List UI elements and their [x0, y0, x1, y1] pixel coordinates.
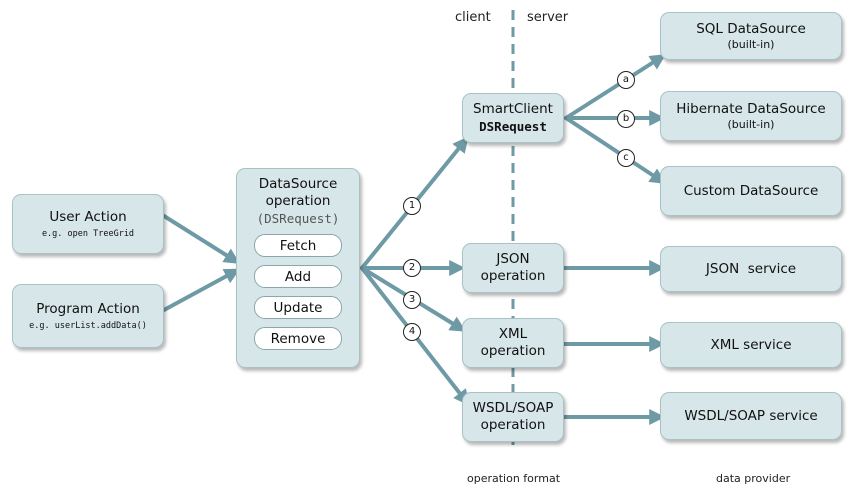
arrow-a [564, 54, 667, 120]
hibernate-datasource-note: (built-in) [727, 117, 775, 131]
wsdl-operation-title: WSDL/SOAP [472, 400, 554, 416]
operation-format-label: operation format [467, 472, 561, 485]
xml-operation-subtitle: operation [480, 343, 546, 359]
remove-operation: Remove [254, 327, 342, 350]
client-label: client [455, 10, 491, 25]
update-operation: Update [254, 296, 342, 319]
user-action-example: e.g. open TreeGrid [41, 228, 135, 239]
route-marker-2: 2 [403, 259, 421, 277]
json-operation-box: JSON operation [462, 243, 564, 293]
user-action-title: User Action [49, 208, 127, 225]
data-provider-label: data provider [716, 472, 791, 485]
route-marker-1: 1 [403, 197, 421, 215]
sql-datasource-note: (built-in) [727, 37, 775, 51]
datasource-marker-b: b [617, 110, 635, 128]
hibernate-datasource-box: Hibernate DataSource (built-in) [660, 91, 842, 141]
datasource-marker-a: a [617, 71, 635, 89]
add-operation: Add [254, 265, 342, 288]
smartclient-dsrequest-box: SmartClient DSRequest [462, 93, 564, 143]
dsrequest-title: DSRequest [479, 119, 547, 134]
arrow-program-to-ds [162, 268, 241, 312]
program-action-example: e.g. userList.addData() [29, 320, 147, 331]
custom-datasource-box: Custom DataSource [660, 166, 842, 216]
json-service-title: JSON service [705, 260, 797, 277]
program-action-box: Program Action e.g. userList.addData() [12, 284, 164, 348]
route-marker-4: 4 [403, 323, 421, 341]
xml-service-title: XML service [710, 336, 792, 353]
server-label: server [527, 10, 569, 25]
json-operation-subtitle: operation [480, 268, 546, 284]
program-action-title: Program Action [36, 300, 140, 317]
wsdl-service-title: WSDL/SOAP service [684, 407, 818, 424]
datasource-marker-c: c [617, 149, 635, 167]
dsrequest-label: (DSRequest) [256, 211, 340, 226]
user-action-box: User Action e.g. open TreeGrid [12, 194, 164, 254]
fetch-operation: Fetch [254, 234, 342, 257]
xml-operation-title: XML [498, 326, 528, 342]
smartclient-title: SmartClient [473, 101, 553, 117]
arrow-user-to-ds [162, 214, 241, 264]
json-service-box: JSON service [660, 246, 842, 292]
custom-datasource-title: Custom DataSource [683, 182, 819, 199]
json-operation-title: JSON [496, 251, 530, 267]
sql-datasource-box: SQL DataSource (built-in) [660, 12, 842, 60]
route-marker-3: 3 [403, 291, 421, 309]
xml-operation-box: XML operation [462, 318, 564, 368]
arrow-c [564, 116, 667, 184]
xml-service-box: XML service [660, 322, 842, 368]
datasource-operation-subtitle: operation [265, 193, 331, 209]
hibernate-datasource-title: Hibernate DataSource [676, 100, 826, 117]
wsdl-operation-subtitle: operation [480, 417, 546, 433]
sql-datasource-title: SQL DataSource [696, 20, 806, 37]
wsdl-service-box: WSDL/SOAP service [660, 392, 842, 440]
datasource-operation-title: DataSource [258, 176, 338, 192]
wsdl-operation-box: WSDL/SOAP operation [462, 392, 564, 442]
